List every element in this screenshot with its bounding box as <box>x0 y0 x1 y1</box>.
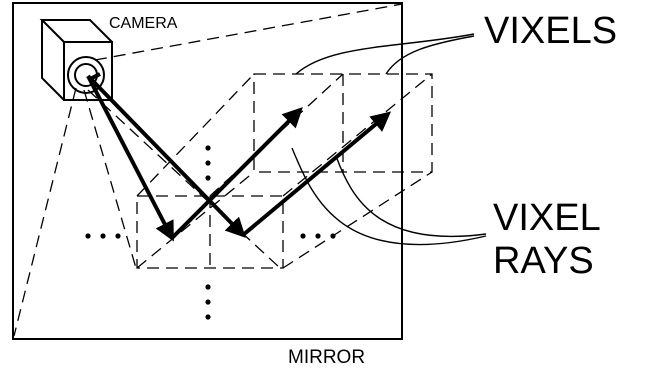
continuation-dots <box>85 145 336 320</box>
vixel-rays-label-line1: VIXEL <box>493 197 601 239</box>
ray-arrow-camera-to-right <box>86 74 246 238</box>
vixels-label: VIXELS <box>484 10 618 52</box>
vixel-rays-label-line2: RAYS <box>493 240 594 282</box>
ray-arrow-left-up <box>170 107 303 240</box>
ray-arrow-camera-to-left <box>86 75 174 242</box>
camera-field-of-view <box>13 3 403 337</box>
vixel-ray-arrows <box>86 72 392 242</box>
vixel-rays-leader-lines <box>291 147 487 246</box>
ray-arrow-camera-inner-a <box>91 72 101 80</box>
camera-label: CAMERA <box>109 15 178 32</box>
vixels-leader-lines <box>295 33 475 75</box>
ray-arrow-right-up <box>241 111 392 237</box>
camera-icon <box>39 19 113 101</box>
mirror-label: MIRROR <box>288 347 366 368</box>
mirror-frame <box>12 2 403 340</box>
